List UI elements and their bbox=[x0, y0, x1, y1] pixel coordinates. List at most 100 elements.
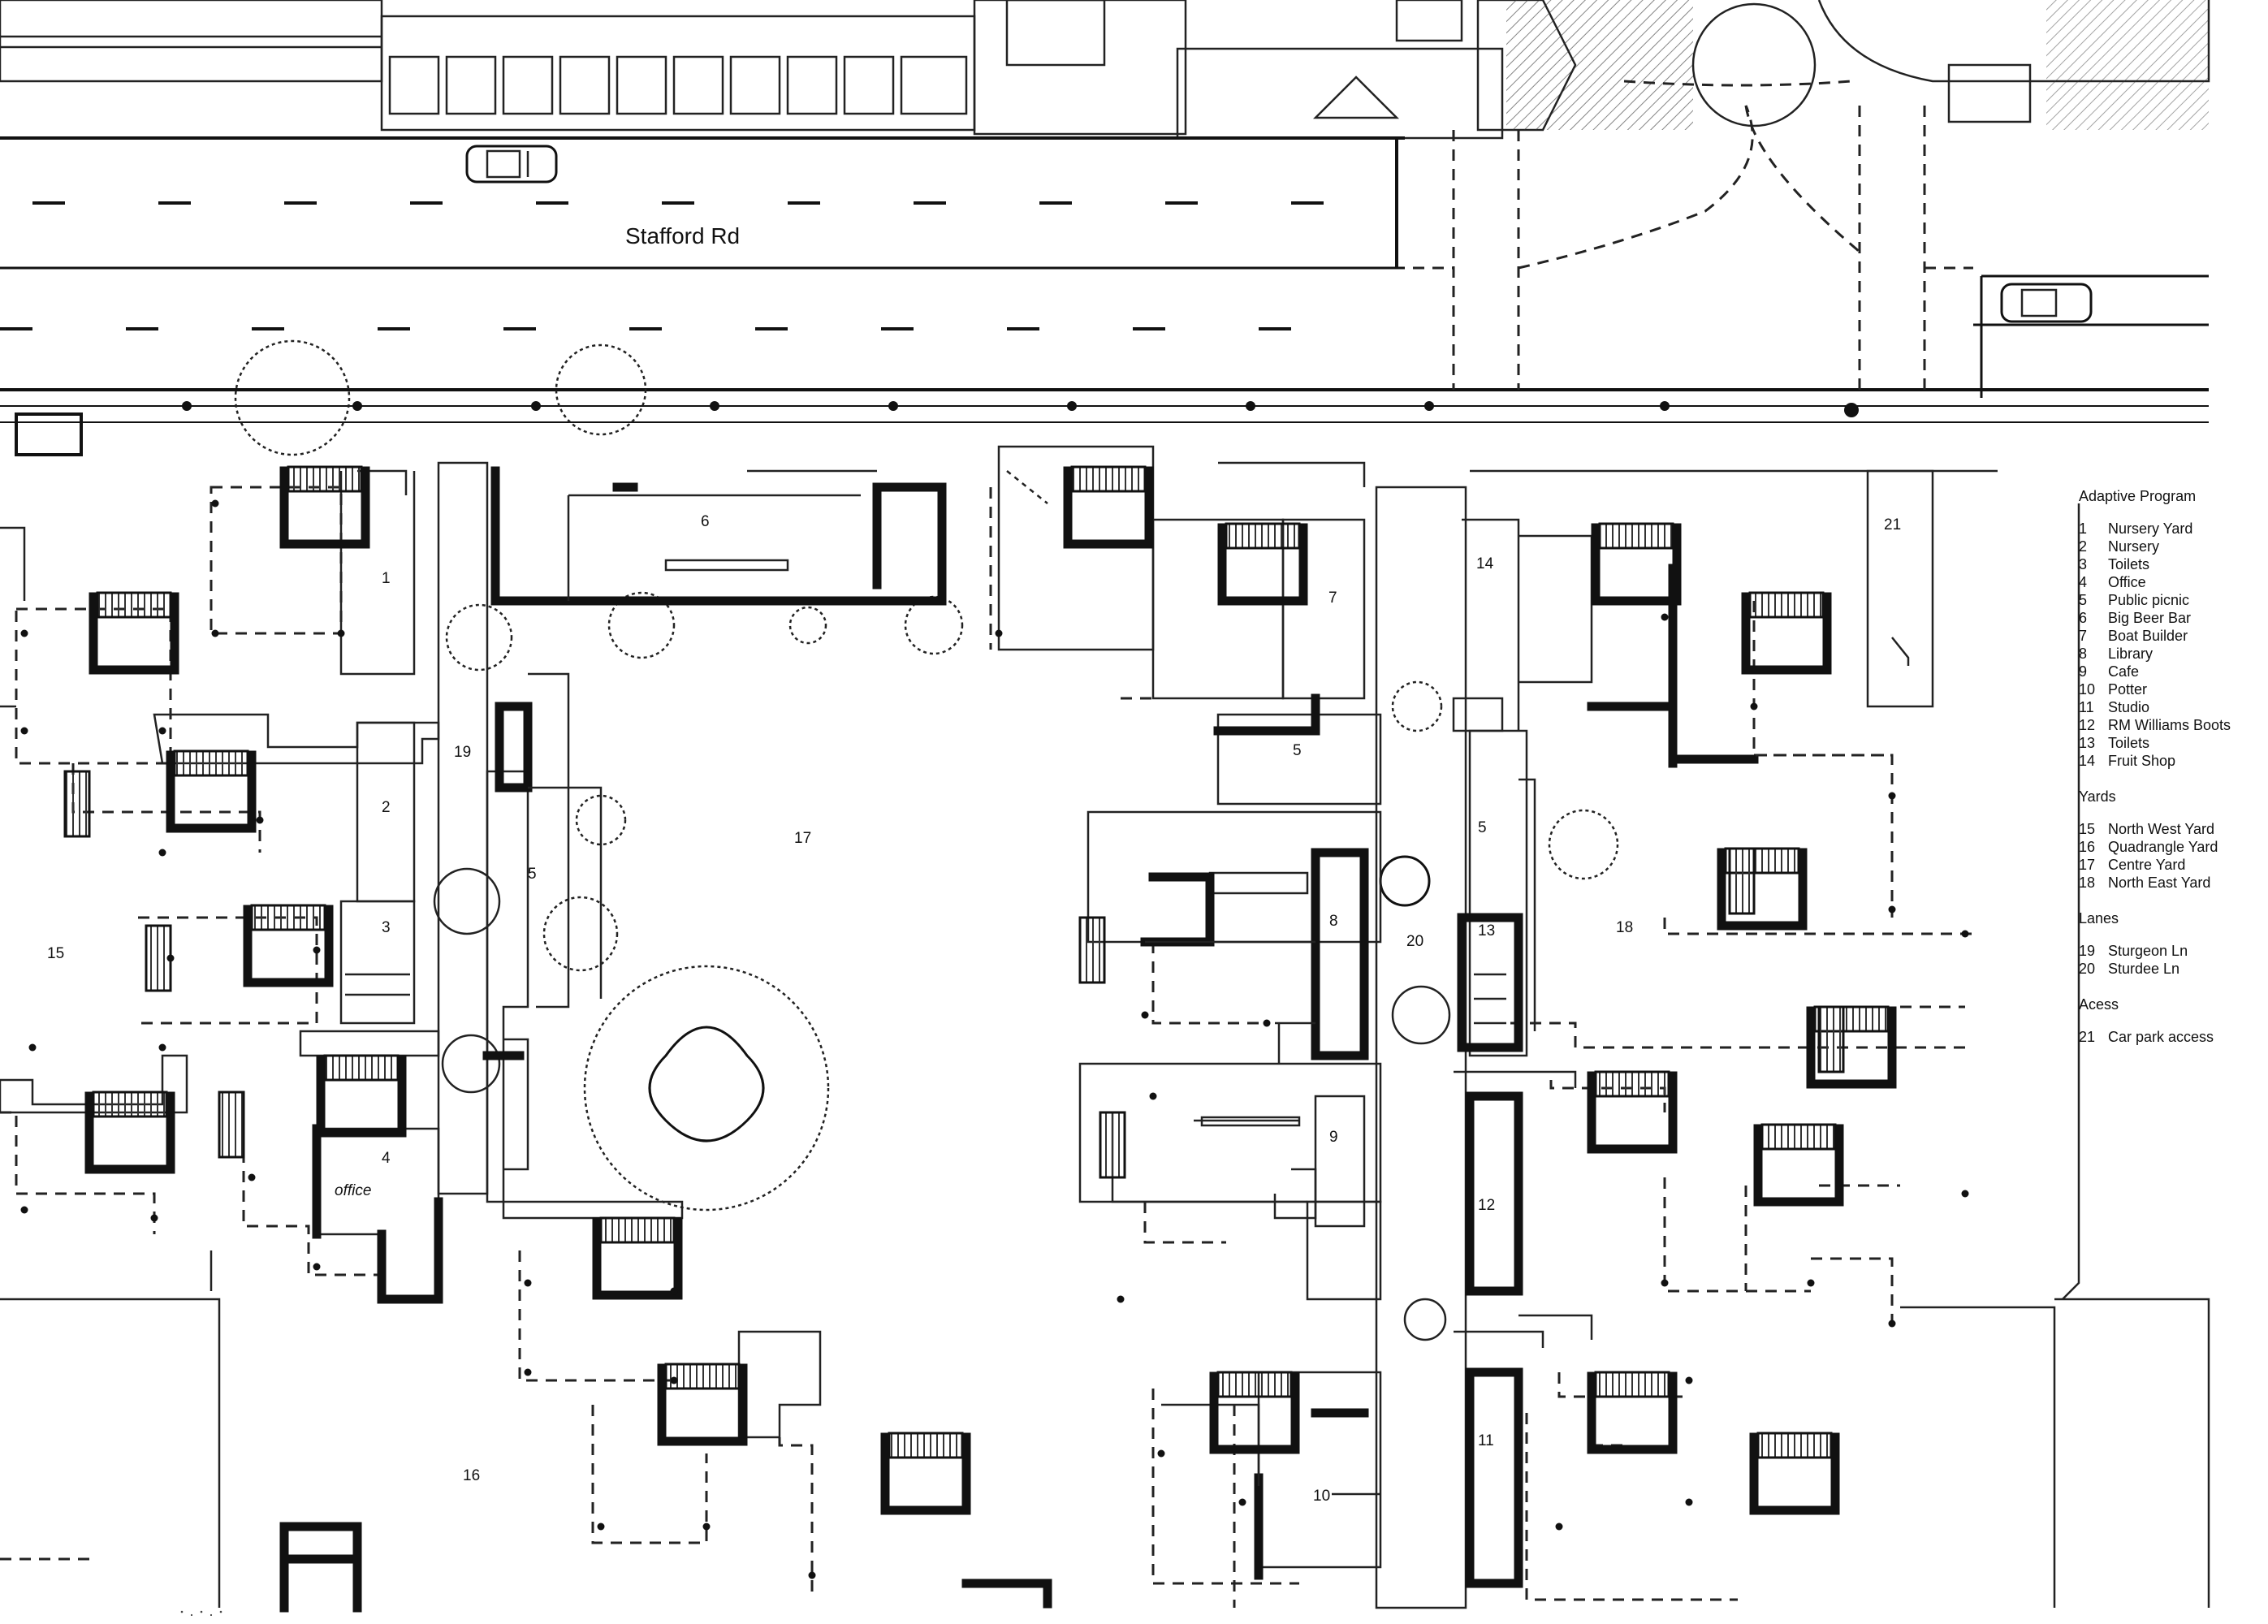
stair-block bbox=[1078, 916, 1106, 984]
legend-item-number: 2 bbox=[2079, 538, 2088, 555]
legend-item-number: 6 bbox=[2079, 610, 2088, 626]
legend-item-number: 1 bbox=[2079, 520, 2088, 537]
legend-item-label: Centre Yard bbox=[2108, 857, 2186, 873]
column-dot bbox=[1888, 905, 1896, 914]
column-dot bbox=[1263, 1019, 1271, 1027]
column-dot bbox=[524, 1279, 532, 1287]
sturgeon-lane bbox=[437, 461, 489, 1195]
legend-item-number: 13 bbox=[2079, 735, 2096, 751]
column-dot bbox=[256, 816, 264, 824]
label-20: 20 bbox=[1406, 933, 1423, 950]
column-dot bbox=[166, 954, 175, 962]
legend-item-label: Library bbox=[2108, 646, 2154, 662]
stair-block bbox=[1817, 1005, 1845, 1073]
column-dot bbox=[1661, 613, 1669, 621]
label-10: 10 bbox=[1313, 1488, 1330, 1505]
legend-item-label: Boat Builder bbox=[2108, 628, 2188, 644]
north-frontage bbox=[0, 0, 2210, 140]
column-dot bbox=[1685, 1376, 1693, 1384]
column-dot bbox=[1685, 1498, 1693, 1506]
stair-block bbox=[63, 770, 91, 838]
legend-item-number: 3 bbox=[2079, 556, 2088, 572]
stair-pod bbox=[592, 1216, 683, 1300]
yard-boundaries bbox=[0, 486, 1973, 1608]
column-dot bbox=[158, 1043, 166, 1052]
legend-item-number: 19 bbox=[2079, 943, 2096, 959]
legend-item-label: North East Yard bbox=[2108, 875, 2211, 891]
legend-item: 11 Studio bbox=[2079, 698, 2262, 716]
legend-item-label: Toilets bbox=[2108, 556, 2150, 572]
label-9: 9 bbox=[1329, 1129, 1338, 1146]
column-dot bbox=[1750, 702, 1758, 710]
legend-item-number: 10 bbox=[2079, 681, 2096, 698]
column-dot bbox=[524, 1368, 532, 1376]
legend-item: 5 Public picnic bbox=[2079, 591, 2262, 609]
legend-item-number: 11 bbox=[2079, 699, 2094, 715]
legend-section-title: Lanes bbox=[2079, 910, 2119, 926]
car-top bbox=[465, 145, 558, 184]
column-dot bbox=[150, 1214, 158, 1222]
label-5-north: 5 bbox=[1293, 742, 1302, 759]
stair-pod bbox=[1587, 1371, 1678, 1454]
legend-item-label: Office bbox=[2108, 574, 2146, 590]
stair-pod bbox=[279, 465, 370, 549]
legend-item-label: Quadrangle Yard bbox=[2108, 839, 2218, 855]
legend-item-number: 9 bbox=[2079, 663, 2088, 680]
stair-pod bbox=[166, 749, 257, 833]
stair-pod bbox=[1217, 522, 1308, 606]
legend-item-label: Studio bbox=[2108, 699, 2150, 715]
road-name-label: Stafford Rd bbox=[625, 223, 740, 248]
legend-section-title: Adaptive Program bbox=[2079, 488, 2197, 504]
stair-pod bbox=[316, 1054, 407, 1138]
legend-item-label: Sturgeon Ln bbox=[2108, 943, 2188, 959]
column-dot bbox=[211, 629, 219, 637]
stair-pod bbox=[1063, 465, 1154, 549]
legend-section-title: Acess bbox=[2079, 996, 2119, 1013]
stair-pod bbox=[880, 1432, 971, 1515]
legend-item-number: 8 bbox=[2079, 646, 2088, 662]
label-17: 17 bbox=[794, 830, 811, 847]
column-dot bbox=[313, 946, 321, 954]
label-1: 1 bbox=[382, 570, 391, 587]
column-dot bbox=[1117, 1295, 1125, 1303]
label-21: 21 bbox=[1884, 516, 1901, 533]
legend-item-label: Public picnic bbox=[2108, 592, 2190, 608]
legend-item: 19 Sturgeon Ln bbox=[2079, 942, 2262, 960]
legend-item-label: North West Yard bbox=[2108, 821, 2215, 837]
column-dot bbox=[597, 1522, 605, 1531]
legend-item-label: Toilets bbox=[2108, 735, 2150, 751]
stair-block bbox=[1099, 1111, 1126, 1179]
legend-item: 3 Toilets bbox=[2079, 555, 2262, 573]
label-12: 12 bbox=[1478, 1197, 1495, 1214]
column-dot bbox=[158, 727, 166, 735]
label-6: 6 bbox=[701, 513, 710, 530]
legend-section-title: Yards bbox=[2079, 788, 2116, 805]
legend-item-label: Sturdee Ln bbox=[2108, 961, 2180, 977]
label-8: 8 bbox=[1329, 913, 1338, 930]
legend-item-number: 5 bbox=[2079, 592, 2088, 608]
label-3: 3 bbox=[382, 919, 391, 936]
column-dot bbox=[1888, 792, 1896, 800]
label-15: 15 bbox=[47, 945, 64, 962]
stair-pod bbox=[657, 1363, 748, 1446]
column-dot bbox=[248, 1173, 256, 1181]
column-dot bbox=[1238, 1498, 1246, 1506]
sturdee-lane bbox=[1375, 486, 1467, 1609]
column-dot bbox=[1141, 1011, 1149, 1019]
